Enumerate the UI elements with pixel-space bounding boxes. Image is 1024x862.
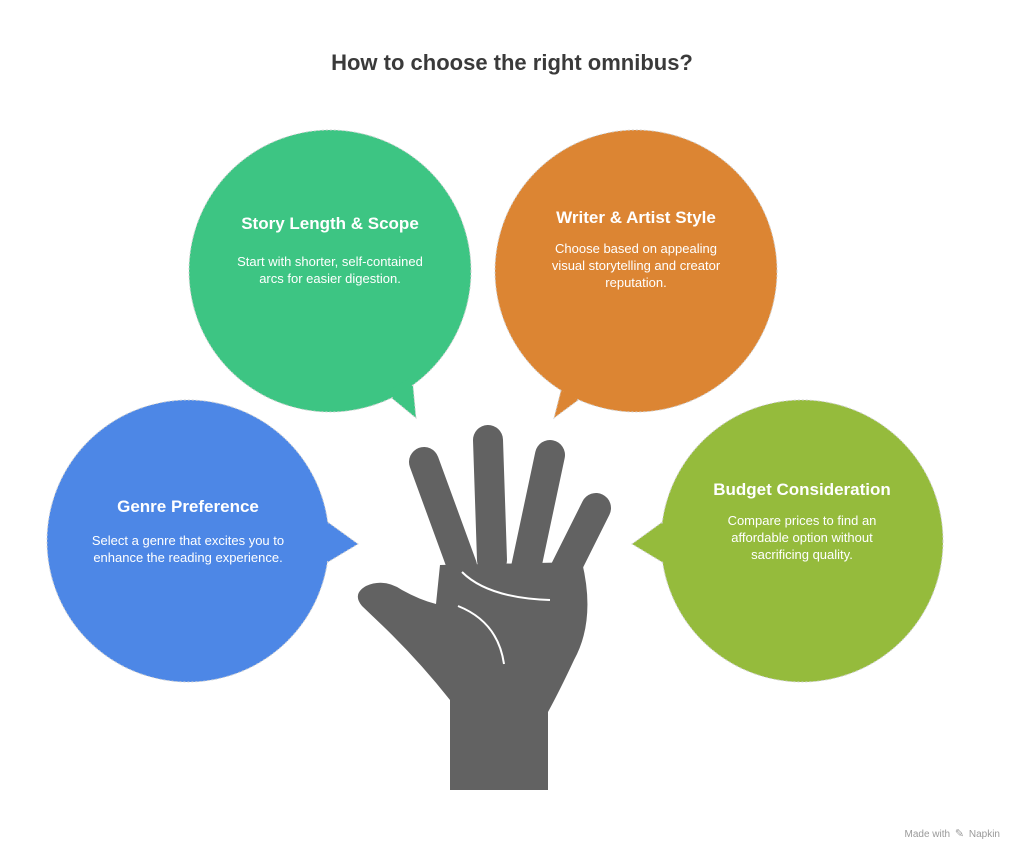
- story-length-text: Story Length & Scope Start with shorter,…: [235, 212, 425, 287]
- made-with-footer[interactable]: Made with ✎ Napkin: [905, 827, 1001, 840]
- bubble-budget: [631, 399, 944, 683]
- made-with-label: Made with: [904, 829, 951, 840]
- story-length-title: Story Length & Scope: [241, 214, 419, 233]
- genre-text: Genre Preference Select a genre that exc…: [88, 495, 288, 566]
- budget-title: Budget Consideration: [713, 480, 891, 499]
- story-length-description: Start with shorter, self-contained arcs …: [237, 254, 423, 286]
- writer-artist-description: Choose based on appealing visual storyte…: [551, 241, 721, 290]
- bubble-writer-artist: [494, 129, 778, 420]
- hand-icon: [357, 425, 611, 790]
- budget-text: Budget Consideration Compare prices to f…: [712, 478, 892, 563]
- bubble-genre: [46, 399, 359, 683]
- brand-name: Napkin: [968, 829, 1000, 840]
- genre-description: Select a genre that excites you to enhan…: [91, 533, 285, 565]
- budget-description: Compare prices to find an affordable opt…: [727, 513, 877, 562]
- genre-title: Genre Preference: [117, 497, 259, 516]
- napkin-logo-icon: ✎: [954, 828, 965, 840]
- page-title: How to choose the right omnibus?: [331, 50, 693, 75]
- writer-artist-text: Writer & Artist Style Choose based on ap…: [546, 206, 726, 291]
- bubble-story-length: [188, 129, 472, 420]
- writer-artist-title: Writer & Artist Style: [556, 208, 716, 227]
